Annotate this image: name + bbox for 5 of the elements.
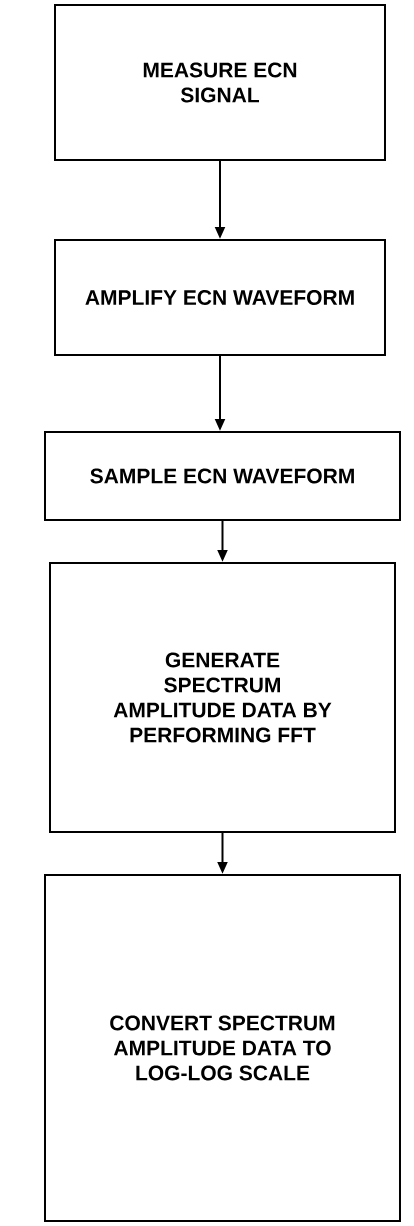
process-box: GENERATE SPECTRUM AMPLITUDE DATA BY PERFORMING FFT: [49, 562, 396, 833]
process-box: SAMPLE ECN WAVEFORM: [44, 431, 401, 521]
process-box: CONVERT SPECTRUM AMPLITUDE DATA TO LOG-LOG SCALE: [44, 874, 401, 1222]
process-box: AMPLIFY ECN WAVEFORM: [54, 239, 386, 356]
process-box: MEASURE ECN SIGNAL: [54, 4, 386, 161]
